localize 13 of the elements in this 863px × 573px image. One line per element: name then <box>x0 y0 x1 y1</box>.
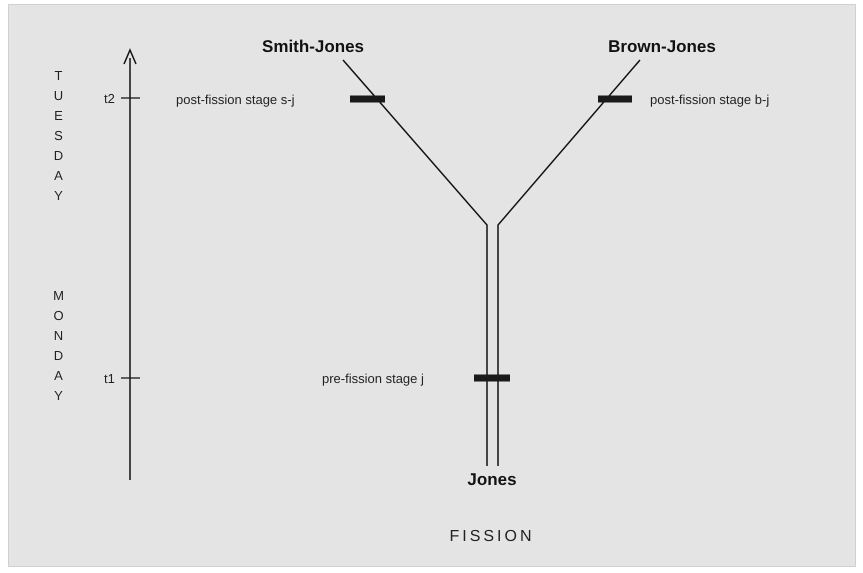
time-label: t2 <box>104 90 115 108</box>
branch-line <box>497 60 641 466</box>
branch-name: Jones <box>467 469 517 492</box>
branch-line <box>342 60 488 466</box>
stage-label: post-fission stage s-j <box>176 91 294 109</box>
branch-name: Brown-Jones <box>608 36 716 58</box>
day-label: TUESDAY <box>52 67 64 205</box>
day-label: MONDAY <box>52 287 65 405</box>
time-label: t1 <box>104 370 115 388</box>
stage-label: pre-fission stage j <box>322 370 424 388</box>
caption: FISSION <box>448 527 536 547</box>
stage-label: post-fission stage b-j <box>650 91 770 109</box>
branch-name: Smith-Jones <box>262 36 364 58</box>
